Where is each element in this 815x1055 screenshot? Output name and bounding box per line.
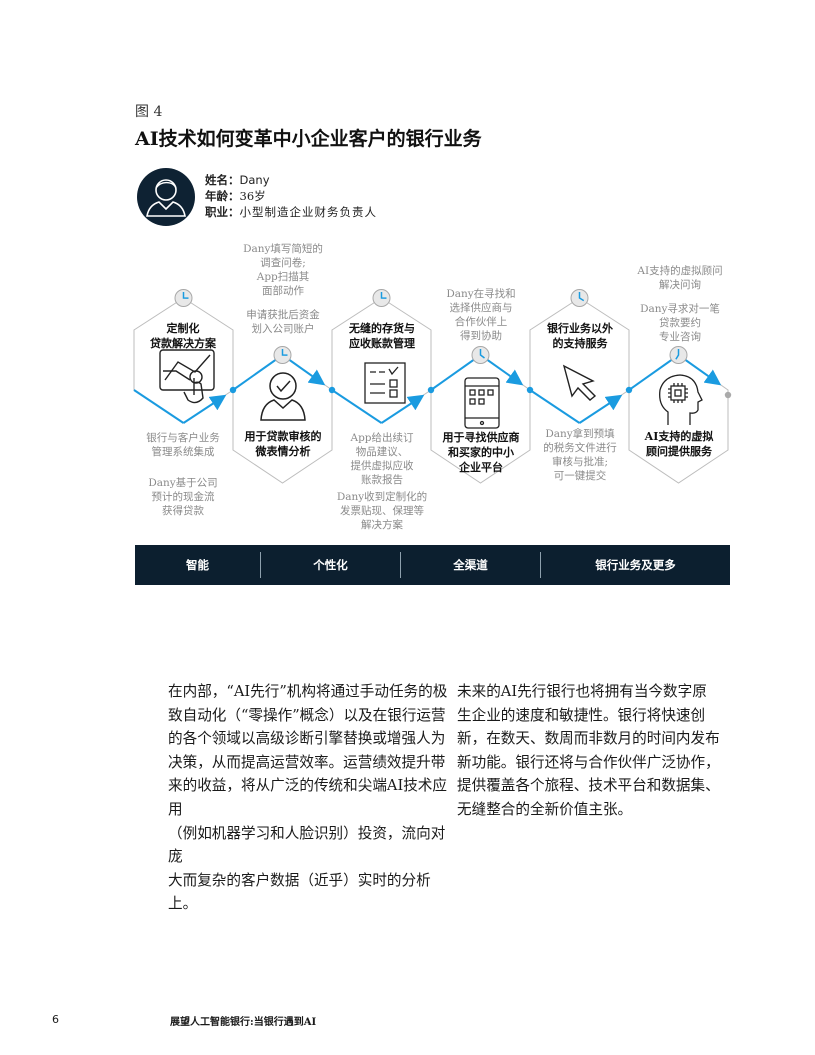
step-3-note-1: App给出续订 物品建议、 提供虚拟应收 账款报告	[350, 432, 414, 486]
step-2-title: 用于贷款审核的 微表情分析	[244, 430, 322, 458]
person-icon	[146, 179, 186, 217]
step-2-note-1: Dany填写简短的 调查问卷; App扫描其 面部动作	[243, 243, 323, 297]
clock-hands	[479, 349, 485, 359]
step-6-note-1: AI支持的虚拟顾问 解决问询	[637, 265, 723, 291]
step-6-title: AI支持的虚拟 顾问提供服务	[644, 430, 714, 458]
step-2-note-2: 申请获批后资金 划入公司账户	[246, 309, 320, 335]
clock-hands	[281, 349, 288, 356]
journey-arrow	[380, 394, 425, 424]
persona-name: 姓名：Dany	[205, 173, 270, 187]
avatar	[137, 168, 195, 226]
body-paragraph-left: 在内部，“AI先行”机构将通过手动任务的极 致自动化（“零操作”概念）以及在银行…	[168, 683, 448, 913]
hexagon-step-5	[529, 297, 630, 424]
journey-node	[328, 386, 336, 394]
step-4-title: 用于寻找供应商 和买家的中小 企业平台	[442, 431, 520, 474]
band-item-beyond-banking: 银行业务及更多	[595, 558, 676, 572]
journey-line	[529, 389, 581, 424]
step-1-note-2: Dany基于公司 预计的现金流 获得贷款	[148, 477, 218, 517]
hexagon-step-1	[133, 297, 234, 424]
cursor-arrow-icon	[562, 364, 597, 401]
journey-node	[427, 386, 435, 394]
journey-line	[430, 354, 482, 391]
journey-arrow	[182, 394, 227, 424]
person-check-icon	[260, 372, 306, 421]
step-3-note-2: Dany收到定制化的 发票贴现、保理等 解决方案	[336, 491, 428, 531]
persona-age: 年龄：36岁	[205, 189, 266, 203]
tablet-apps-icon	[464, 377, 500, 429]
clock-hands	[182, 292, 189, 299]
step-3-title: 无缝的存货与 应收账款管理	[349, 322, 415, 350]
page-number: 6	[52, 1013, 59, 1026]
ai-head-chip-icon	[659, 374, 703, 425]
band-item-omnichannel: 全渠道	[453, 558, 488, 572]
clock-hands	[578, 292, 585, 302]
theme-band: 智能 个性化 全渠道 银行业务及更多	[135, 545, 730, 585]
step-4-note-1: Dany在寻找和 选择供应商与 合作伙伴上 得到协助	[446, 288, 516, 342]
journey-line	[133, 389, 185, 424]
journey-end-node	[724, 391, 732, 399]
figure-title: AI技术如何变革中小企业客户的银行业务	[135, 128, 482, 150]
journey-node	[229, 386, 237, 394]
body-paragraph-right: 未来的AI先行银行也将拥有当今数字原 生企业的速度和敏捷性。银行将快速创 新，在…	[457, 683, 720, 818]
band-divider	[260, 552, 261, 578]
clock-hands	[675, 349, 680, 360]
journey-line	[331, 389, 383, 424]
journey-node	[526, 386, 534, 394]
journey-line	[232, 354, 284, 391]
step-5-title: 银行业务以外 的支持服务	[547, 322, 613, 350]
hexagon-step-2	[232, 354, 333, 484]
journey-line	[628, 354, 680, 391]
figure-label: 图 4	[135, 104, 163, 120]
hexagon-step-6	[628, 354, 729, 484]
persona-job: 职业：小型制造企业财务负责人	[205, 205, 377, 219]
band-divider	[400, 552, 401, 578]
band-divider	[540, 552, 541, 578]
step-1-note-1: 银行与客户业务 管理系统集成	[146, 432, 220, 458]
journey-node	[625, 386, 633, 394]
band-item-intelligent: 智能	[186, 558, 209, 572]
journey-arrow	[578, 394, 623, 424]
touchscreen-chart-icon	[159, 349, 215, 404]
checklist-icon	[364, 362, 406, 404]
hexagon-step-3	[331, 297, 432, 424]
persona-info: 姓名：Dany 年龄：36岁 职业：小型制造企业财务负责人	[205, 172, 377, 220]
step-1-title: 定制化 贷款解决方案	[150, 322, 216, 350]
footer-title: 展望人工智能银行:当银行遇到AI	[170, 1017, 317, 1028]
step-6-note-2: Dany寻求对一笔 贷款要约 专业咨询	[640, 303, 720, 343]
band-item-personalized: 个性化	[313, 558, 348, 572]
step-5-note-1: Dany拿到预填 的税务文件进行 审核与批准; 可一键提交	[543, 428, 617, 482]
clock-hands	[380, 292, 387, 299]
